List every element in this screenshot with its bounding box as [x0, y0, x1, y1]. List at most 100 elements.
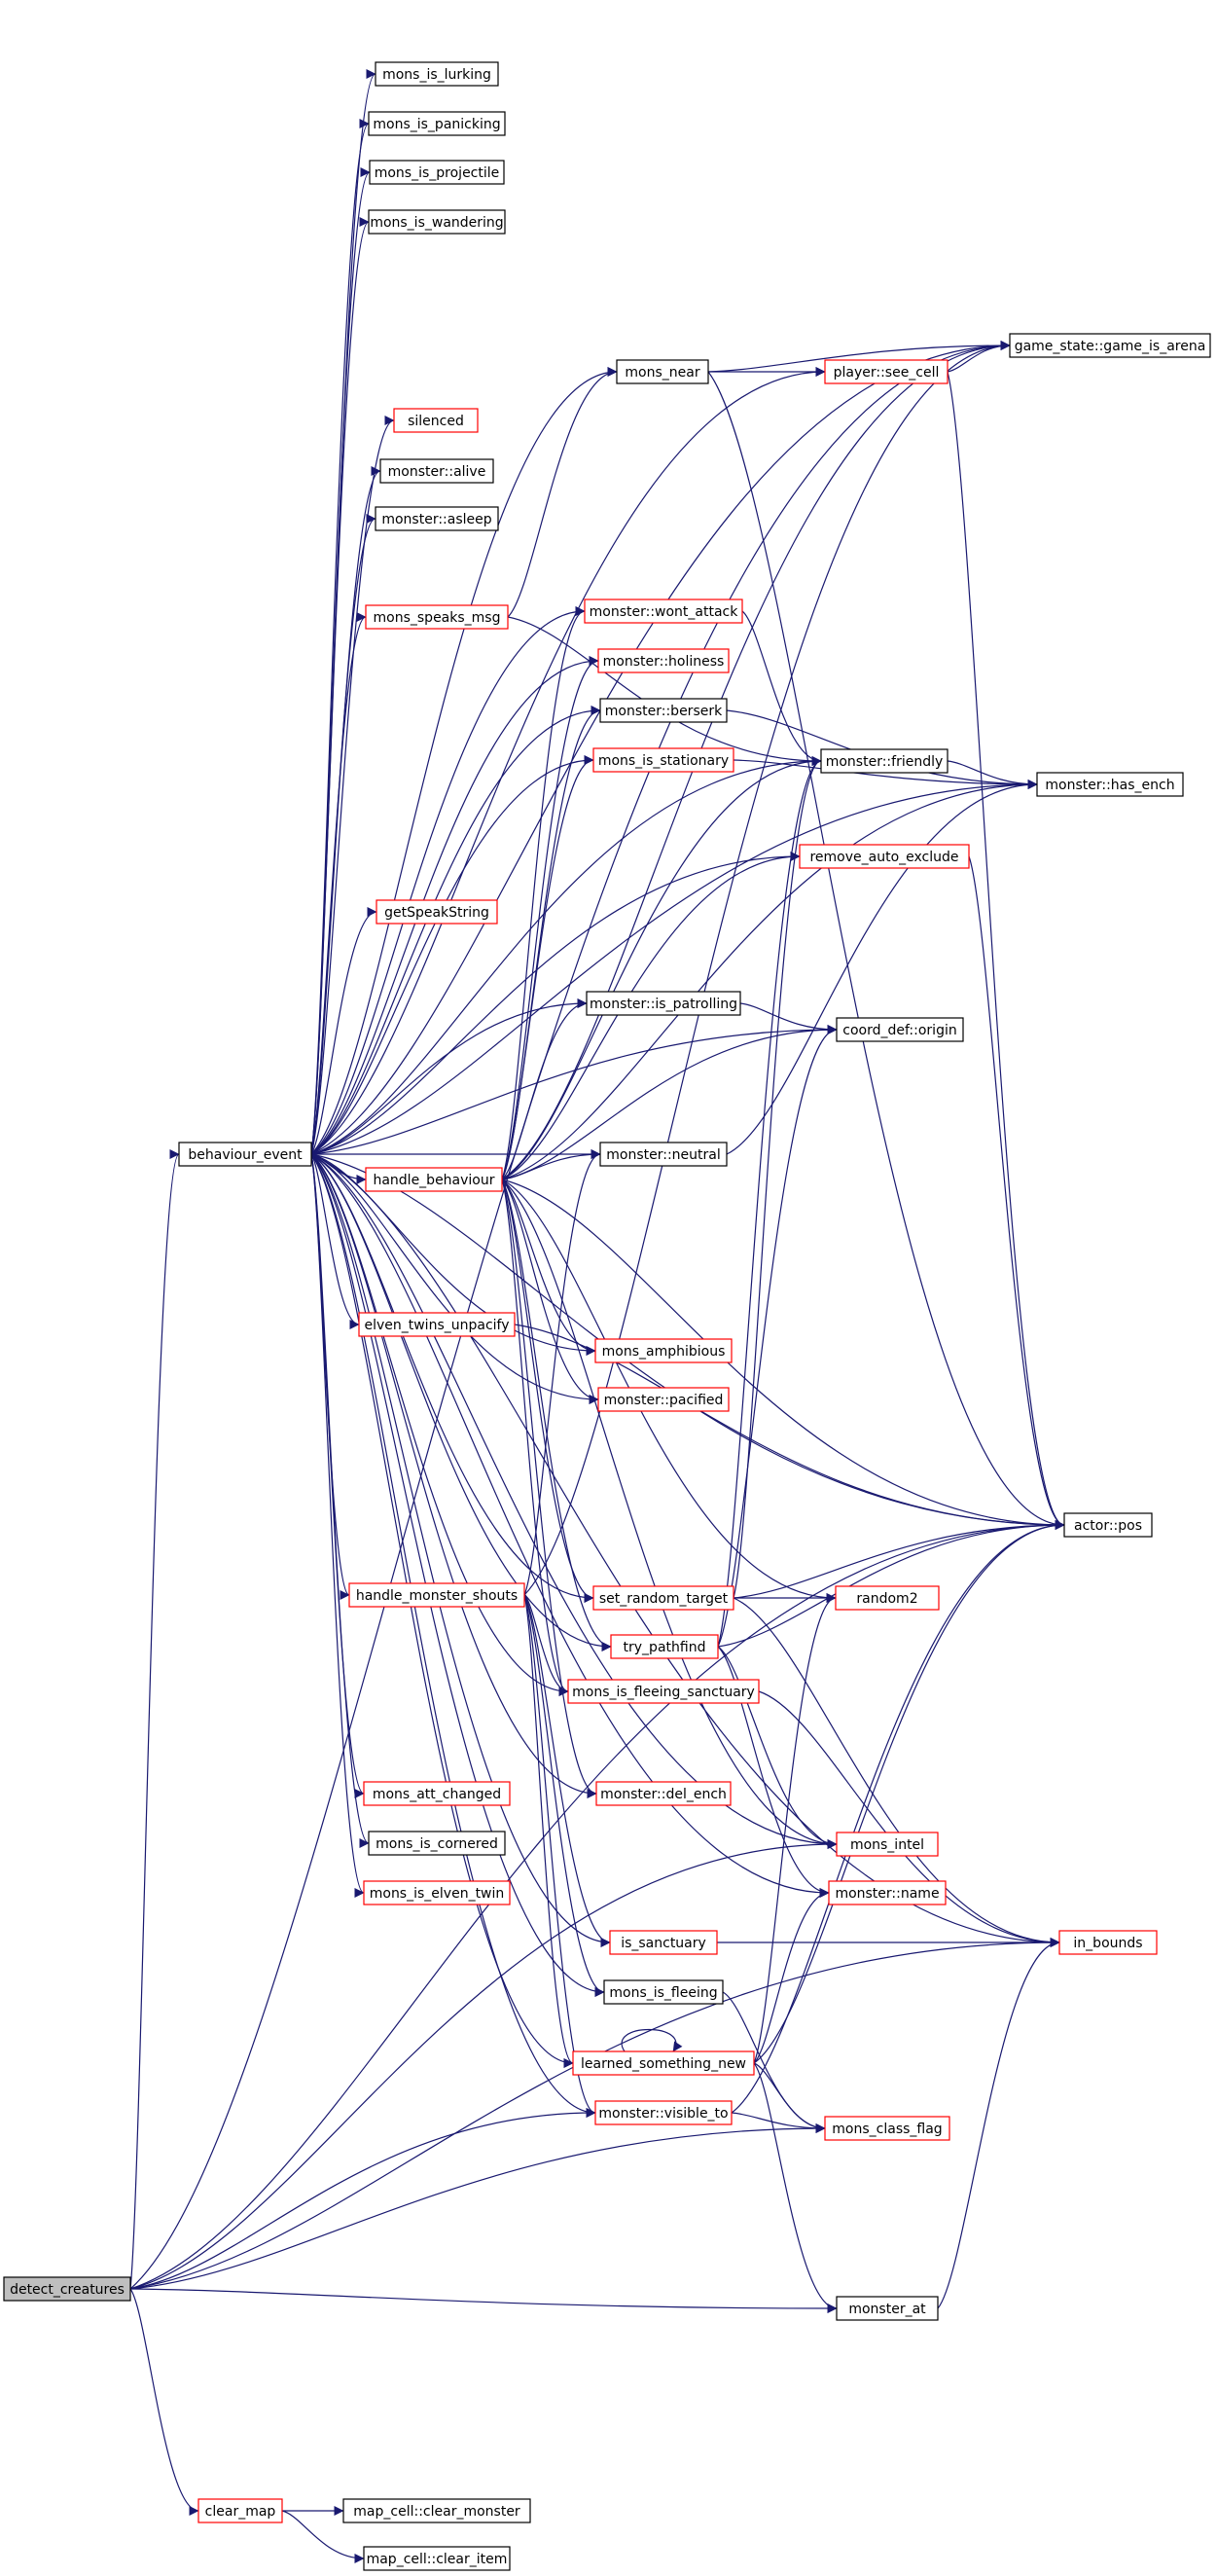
node-monster-has-ench[interactable]: monster::has_ench	[1036, 772, 1184, 797]
call-edge	[717, 1646, 830, 1898]
node-remove-auto-exclude[interactable]: remove_auto_exclude	[799, 844, 970, 869]
node-box	[584, 599, 743, 624]
call-edge	[310, 1153, 596, 1356]
node-mons-class-flag[interactable]: mons_class_flag	[824, 2116, 950, 2141]
node-label: is_sanctuary	[621, 1936, 706, 1951]
node-monster-is-patrolling[interactable]: monster::is_patrolling	[586, 991, 741, 1016]
call-edge	[523, 341, 1011, 1596]
call-edge	[129, 1149, 180, 2290]
node-label: in_bounds	[1073, 1936, 1142, 1951]
call-edge	[310, 852, 801, 1155]
node-box	[376, 899, 498, 925]
call-edge	[129, 2288, 838, 2313]
node-box	[363, 1880, 511, 1905]
call-edge	[310, 755, 594, 1155]
call-edge	[733, 1520, 1065, 1599]
node-box	[342, 2498, 531, 2523]
call-edge	[501, 1179, 597, 1798]
call-edge	[310, 756, 822, 1155]
node-label: monster::has_ench	[1045, 778, 1174, 793]
node-label: monster::friendly	[826, 754, 944, 770]
node-mons-amphibious[interactable]: mons_amphibious	[594, 1338, 733, 1363]
call-edge	[310, 1025, 838, 1155]
node-mons-is-lurking[interactable]: mons_is_lurking	[375, 61, 499, 87]
call-edge	[501, 341, 1011, 1180]
node-monster-pacified[interactable]: monster::pacified	[597, 1387, 730, 1412]
node-label: mons_is_lurking	[382, 67, 491, 83]
node-mons-intel[interactable]: mons_intel	[836, 1832, 939, 1857]
node-label: mons_is_projectile	[375, 165, 500, 181]
node-is-sanctuary[interactable]: is_sanctuary	[609, 1930, 718, 1955]
node-monster-neutral[interactable]: monster::neutral	[599, 1142, 728, 1167]
node-box	[365, 604, 509, 630]
node-game-is-arena[interactable]: game_state::game_is_arena	[1009, 333, 1211, 358]
node-mons-is-panicking[interactable]: mons_is_panicking	[368, 111, 506, 136]
node-box	[597, 648, 730, 673]
node-getSpeakString[interactable]: getSpeakString	[376, 899, 498, 925]
node-label: random2	[856, 1591, 917, 1607]
node-elven-twins-unpacify[interactable]: elven_twins_unpacify	[358, 1312, 516, 1337]
node-handle-monster-shouts[interactable]: handle_monster_shouts	[348, 1582, 525, 1608]
call-edge	[717, 1025, 838, 1648]
node-clear-monster[interactable]: map_cell::clear_monster	[342, 2498, 531, 2523]
node-behaviour-event[interactable]: behaviour_event	[178, 1142, 312, 1167]
node-label: monster::pacified	[604, 1393, 724, 1408]
node-box	[586, 991, 741, 1016]
node-box	[3, 2276, 131, 2302]
node-mons-is-elven-twin[interactable]: mons_is_elven_twin	[363, 1880, 511, 1905]
call-edge	[310, 1153, 596, 2118]
call-edge	[310, 1153, 838, 1849]
call-edge	[501, 780, 1038, 1180]
call-edge	[310, 1153, 365, 1898]
node-handle-behaviour[interactable]: handle_behaviour	[365, 1167, 503, 1192]
node-box	[824, 2116, 950, 2141]
node-mons-is-stationary[interactable]: mons_is_stationary	[592, 747, 734, 773]
node-learned-something-new[interactable]: learned_something_new	[572, 2050, 755, 2076]
node-label: map_cell::clear_monster	[353, 2504, 520, 2520]
node-monster-holiness[interactable]: monster::holiness	[597, 648, 730, 673]
call-edge	[731, 2112, 826, 2133]
node-in-bounds[interactable]: in_bounds	[1058, 1930, 1158, 1955]
node-monster-asleep[interactable]: monster::asleep	[375, 506, 499, 531]
node-box	[616, 359, 709, 384]
node-player-see-cell[interactable]: player::see_cell	[824, 359, 949, 384]
node-mons-is-wandering[interactable]: mons_is_wandering	[368, 209, 506, 235]
node-clear-map[interactable]: clear_map	[197, 2498, 283, 2523]
node-silenced[interactable]: silenced	[393, 408, 479, 433]
node-mons-is-projectile[interactable]: mons_is_projectile	[369, 160, 505, 185]
call-edge	[741, 610, 822, 766]
node-mons-is-cornered[interactable]: mons_is_cornered	[368, 1831, 506, 1856]
node-clear-item[interactable]: map_cell::clear_item	[363, 2546, 511, 2571]
node-random2[interactable]: random2	[835, 1585, 940, 1611]
node-label: monster::asleep	[381, 512, 491, 527]
node-label: mons_is_fleeing_sanctuary	[572, 1685, 755, 1700]
node-try-pathfind[interactable]: try_pathfind	[610, 1634, 719, 1659]
node-mons-is-fleeing[interactable]: mons_is_fleeing	[603, 1979, 724, 2005]
node-label: mons_is_wandering	[370, 215, 503, 231]
node-box	[820, 748, 949, 774]
node-label: game_state::game_is_arena	[1015, 339, 1206, 354]
node-actor-pos[interactable]: actor::pos	[1063, 1512, 1153, 1538]
node-label: monster::is_patrolling	[590, 997, 737, 1012]
node-monster-alive[interactable]: monster::alive	[379, 458, 494, 484]
node-monster-berserk[interactable]: monster::berserk	[599, 698, 728, 723]
call-edge	[310, 1153, 574, 2068]
node-monster-name[interactable]: monster::name	[828, 1880, 947, 1905]
node-mons-is-fleeing-sanctuary[interactable]: mons_is_fleeing_sanctuary	[567, 1679, 760, 1704]
node-monster-del-ench[interactable]: monster::del_ench	[595, 1781, 732, 1806]
call-edge	[514, 1324, 1065, 1530]
call-edge	[310, 341, 1011, 1155]
node-mons-att-changed[interactable]: mons_att_changed	[363, 1781, 511, 1806]
node-label: monster::berserk	[605, 704, 723, 719]
node-mons-near[interactable]: mons_near	[616, 359, 709, 384]
node-monster-friendly[interactable]: monster::friendly	[820, 748, 949, 774]
node-monster-at[interactable]: monster_at	[836, 2296, 939, 2321]
node-box	[197, 2498, 283, 2523]
node-detect-creatures[interactable]: detect_creatures	[3, 2276, 131, 2302]
node-set-random-target[interactable]: set_random_target	[592, 1585, 734, 1611]
call-edge	[310, 367, 618, 1155]
node-monster-wont-attack[interactable]: monster::wont_attack	[584, 599, 743, 624]
node-monster-visible-to[interactable]: monster::visible_to	[594, 2100, 733, 2125]
node-mons-speaks-msg[interactable]: mons_speaks_msg	[365, 604, 509, 630]
node-coord-def-origin[interactable]: coord_def::origin	[836, 1017, 964, 1042]
